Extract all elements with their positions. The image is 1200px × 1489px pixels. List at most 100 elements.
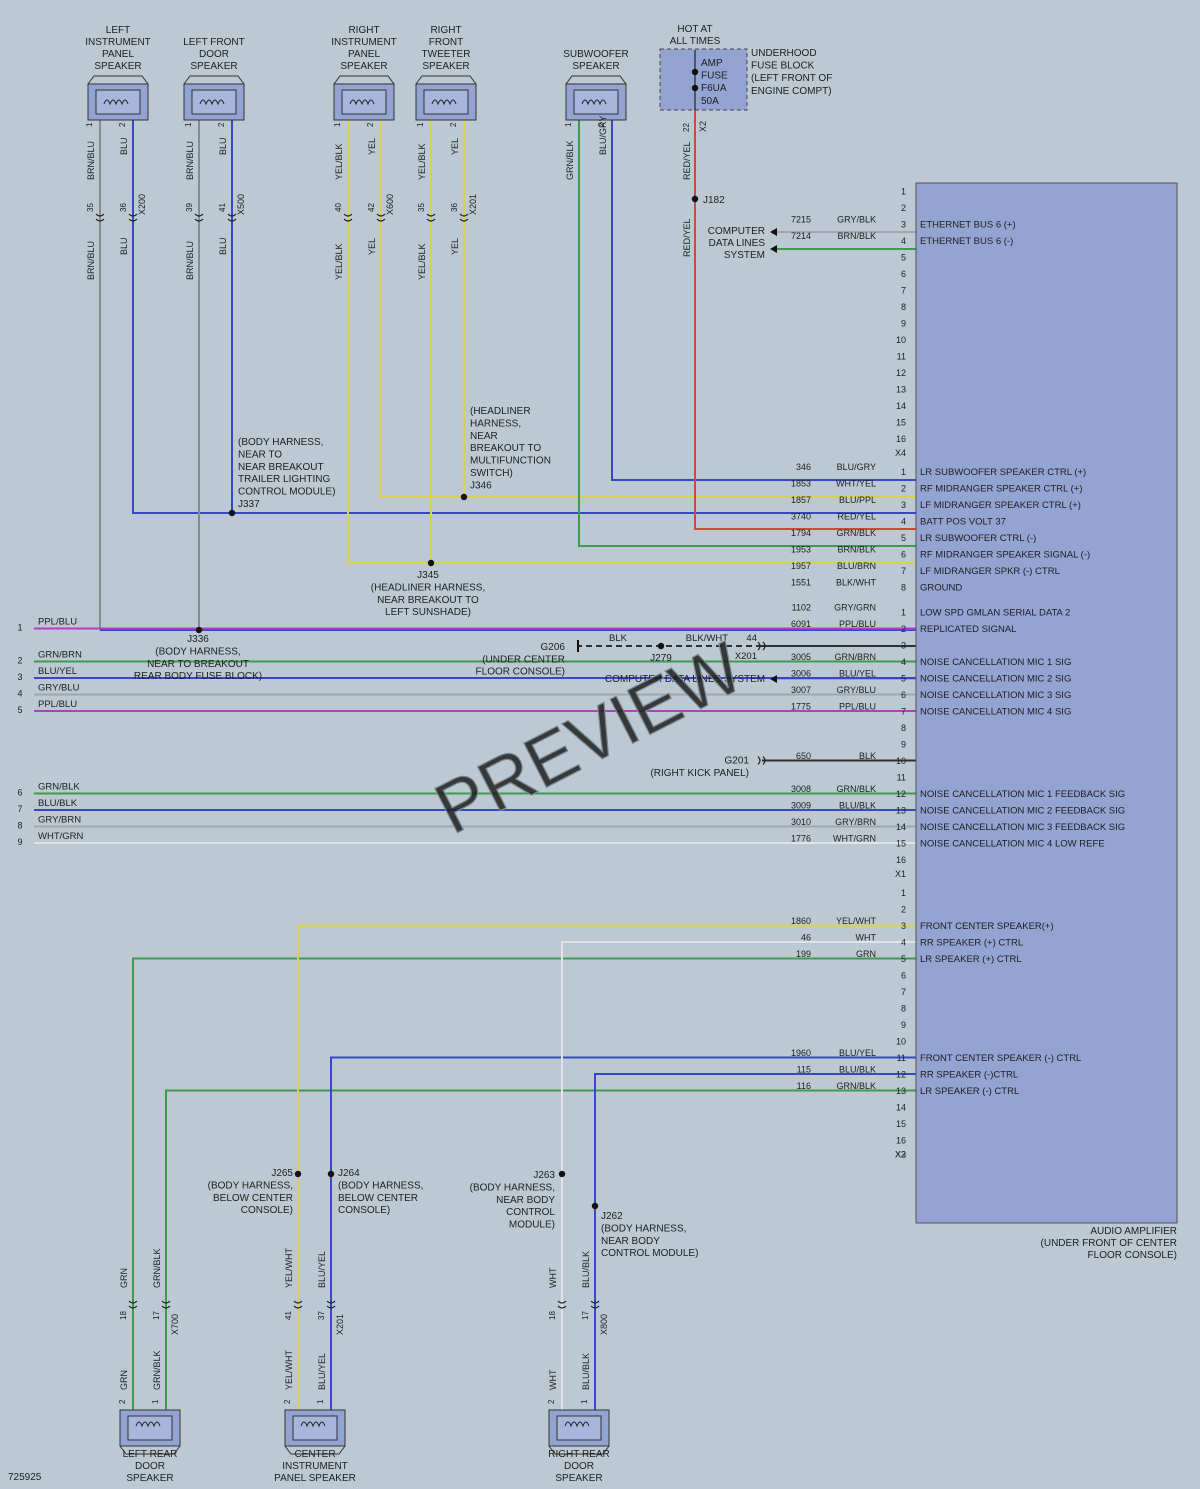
wire-color: BRN/BLU — [185, 141, 195, 180]
wire-color: YEL — [367, 238, 377, 255]
pin-number: 13 — [896, 385, 906, 395]
wire-color: BLU/BLK — [839, 801, 876, 811]
cavity-number: 39 — [185, 203, 194, 212]
arrow-icon — [770, 245, 777, 253]
speaker-label: LEFT — [106, 25, 130, 36]
pin-number: 11 — [897, 773, 906, 783]
splice-label-J262: NEAR BODY — [601, 1236, 660, 1247]
wire-color: GRN/BLK — [836, 1081, 876, 1091]
fuse-title: HOT AT — [677, 24, 712, 35]
pin-number: 4 — [901, 236, 906, 246]
ground-label-g201: G201 — [725, 756, 750, 767]
fuse-block-label: UNDERHOOD — [751, 48, 817, 59]
speaker-label: SUBWOOFER — [563, 49, 629, 60]
figure-id: 725925 — [8, 1472, 42, 1483]
circuit-number: 115 — [797, 1065, 811, 1075]
speaker-cap — [548, 1445, 610, 1455]
circuit-number: 3005 — [791, 652, 811, 662]
cavity-number: 18 — [548, 1311, 557, 1320]
speaker-rft — [415, 75, 477, 121]
pin-number: 1 — [901, 888, 906, 898]
splice-label-J346: SWITCH) — [470, 468, 513, 479]
cavity-number: 41 — [284, 1311, 293, 1320]
speaker-coil-icon — [431, 99, 457, 106]
wire-color: BLK/WHT — [686, 633, 728, 644]
labels-layer: AUDIO AMPLIFIER(UNDER FRONT OF CENTERFLO… — [17, 24, 1177, 1484]
connector-id: X1 — [895, 869, 906, 879]
wire-color: PPL/BLU — [38, 699, 77, 710]
wire-color: WHT — [548, 1267, 558, 1288]
connector-id: X700 — [170, 1314, 180, 1335]
inline-connector-icon — [590, 1300, 600, 1309]
wire-color: WHT/YEL — [836, 479, 876, 489]
pin-number: 2 — [217, 122, 226, 127]
wire-color: YEL/BLK — [334, 143, 344, 180]
speaker-cone — [341, 89, 387, 115]
splice-J336 — [195, 626, 203, 634]
wire-color: BRN/BLU — [86, 141, 96, 180]
speaker-cone — [556, 1415, 602, 1441]
cavity-number: 36 — [450, 203, 459, 212]
speaker-label: INSTRUMENT — [85, 37, 151, 48]
wire-color: BLU — [218, 137, 228, 155]
circuit-number: 3008 — [791, 784, 811, 794]
signal-name: RF MIDRANGER SPEAKER SIGNAL (-) — [920, 550, 1090, 561]
speaker-label: RIGHT — [348, 25, 379, 36]
circuit-number: 346 — [796, 462, 811, 472]
wire-color: BLU/BRN — [837, 561, 876, 571]
pin-number: 1 — [901, 187, 906, 197]
circuit-number: 7215 — [791, 215, 811, 225]
pin-number: 5 — [901, 674, 906, 684]
input-number: 1 — [17, 623, 22, 633]
pin-number: 13 — [896, 806, 906, 816]
pin-number: 1 — [901, 608, 906, 618]
speaker-coil-icon — [581, 99, 607, 106]
pin-number: 9 — [901, 1020, 906, 1030]
wire-color: BLU/GRY — [598, 116, 608, 155]
speaker-label: SPEAKER — [422, 61, 469, 72]
speaker-label: LEFT FRONT — [183, 37, 244, 48]
wire-color: GRN/BLK — [836, 528, 876, 538]
inline-connector-icon — [376, 213, 386, 222]
pin-number: 14 — [896, 822, 906, 832]
wire-rr-pos — [561, 941, 916, 1410]
splice-label-J337: (BODY HARNESS, — [238, 437, 323, 448]
pin-number: 1 — [85, 122, 94, 127]
wire-color: BLK/WHT — [836, 578, 877, 588]
splice-label-J346: (HEADLINER — [470, 406, 531, 417]
pin-number: 1 — [564, 122, 573, 127]
pin-number: 5 — [901, 954, 906, 964]
signal-name: RF MIDRANGER SPEAKER CTRL (+) — [920, 484, 1083, 495]
speaker-cap — [284, 1445, 346, 1455]
circuit-number: 650 — [796, 751, 811, 761]
signal-name: LR SUBWOOFER SPEAKER CTRL (+) — [920, 467, 1086, 478]
speaker-cip — [284, 1409, 346, 1455]
fuse-contact — [691, 84, 699, 92]
splice-label-J265: J265 — [271, 1168, 293, 1179]
speaker-label: CENTER — [294, 1449, 335, 1460]
pin-number: 2 — [547, 1399, 556, 1404]
speaker-coil-icon — [103, 99, 129, 106]
pin-number: 2 — [449, 122, 458, 127]
wire-lr-pos — [132, 957, 916, 1410]
pin-number: 15 — [896, 418, 906, 428]
circuit-number: 1102 — [792, 603, 811, 613]
signal-name: NOISE CANCELLATION MIC 1 SIG — [920, 657, 1071, 668]
circuit-number: 1957 — [791, 561, 811, 571]
wire-color: YEL/WHT — [836, 916, 877, 926]
cavity-number: 44 — [746, 633, 757, 644]
pin-number: 3 — [901, 641, 906, 651]
splice-label-J336: REAR BODY FUSE BLOCK) — [134, 671, 262, 682]
pin-number: 8 — [901, 723, 906, 733]
signal-name: LOW SPD GMLAN SERIAL DATA 2 — [920, 608, 1070, 619]
speaker-coil-icon — [349, 99, 375, 106]
splice-label-J346: HARNESS, — [470, 418, 521, 429]
circuit-number: 1860 — [791, 916, 811, 926]
pin-number: 16 — [896, 434, 906, 444]
inline-connector-icon — [757, 756, 766, 765]
ground-label-g206: (UNDER CENTER — [482, 654, 565, 665]
wire-color: BLU/BLK — [38, 798, 78, 809]
circuit-number: 1775 — [791, 702, 811, 712]
speaker-label: PANEL — [102, 49, 134, 60]
